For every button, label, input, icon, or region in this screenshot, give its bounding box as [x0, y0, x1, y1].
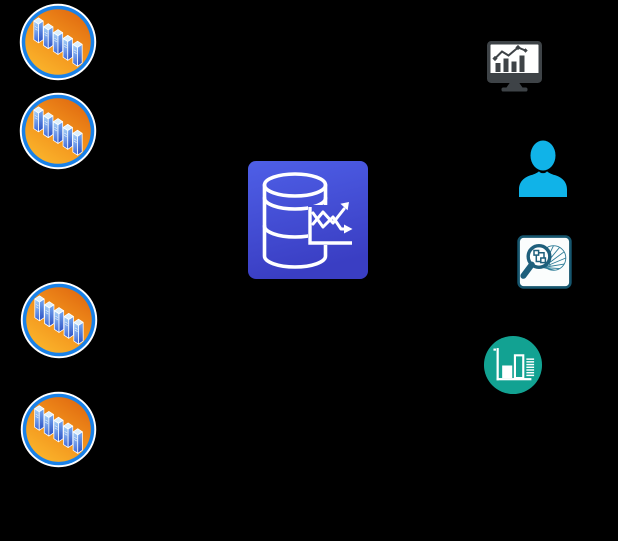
monitor-glyph — [487, 41, 542, 92]
person-glyph — [519, 140, 567, 197]
search-network-icon — [517, 235, 572, 289]
report-chart-glyph — [493, 348, 535, 381]
server-cluster-icon — [19, 92, 97, 170]
bar-chart-report-icon — [483, 335, 543, 395]
database-analytics-icon — [248, 161, 368, 279]
server-cluster-icon — [20, 281, 98, 359]
server-cluster-icon — [20, 281, 98, 359]
chart-panel — [308, 205, 354, 245]
server-cluster-icon — [19, 3, 97, 81]
search-network-icon — [517, 235, 572, 289]
magnifier-glyph — [520, 243, 552, 279]
monitor-chart-icon — [487, 41, 542, 93]
bar-chart-report-icon — [483, 335, 543, 395]
person-icon — [518, 140, 568, 197]
server-cluster-icon — [19, 3, 97, 81]
person-icon — [519, 140, 567, 197]
database-analytics-icon — [248, 161, 368, 279]
database-cylinder — [262, 172, 328, 269]
monitor-chart-icon — [487, 41, 542, 92]
server-cluster-icon — [20, 391, 97, 468]
server-cluster-icon — [20, 391, 97, 468]
server-cluster-icon — [19, 92, 97, 170]
trend-arrows — [308, 202, 353, 245]
